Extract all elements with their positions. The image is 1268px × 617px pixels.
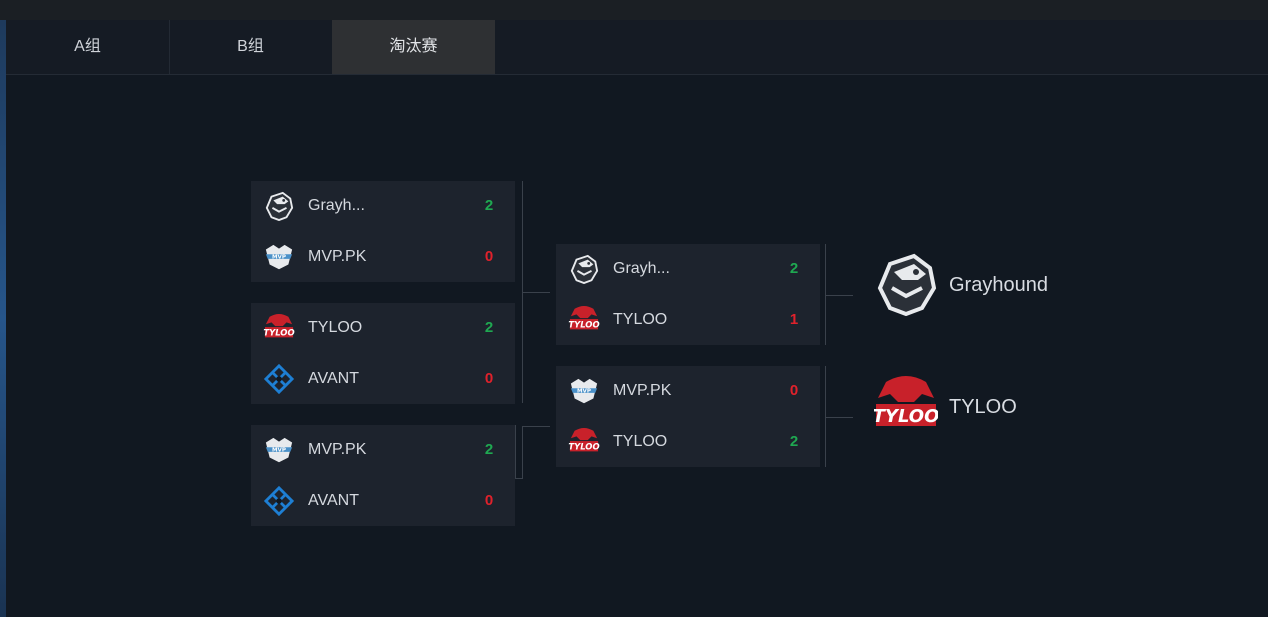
bracket-connector — [523, 292, 550, 293]
team-row[interactable]: MVP.PK 0 — [556, 366, 820, 416]
bracket-connector — [523, 426, 550, 427]
team-row[interactable]: MVP.PK 2 — [251, 425, 515, 475]
team-score: 2 — [484, 319, 494, 336]
tyloo-icon — [568, 305, 600, 330]
team-score: 2 — [789, 433, 799, 450]
window-top-bar — [0, 0, 1268, 20]
team-row[interactable]: Grayh... 2 — [251, 181, 515, 231]
finalist-name: TYLOO — [949, 396, 1017, 418]
tab-knockout[interactable]: 淘汰赛 — [332, 20, 495, 74]
team-row[interactable]: Grayh... 2 — [556, 244, 820, 294]
tyloo-icon — [263, 313, 295, 338]
team-name: AVANT — [308, 492, 359, 509]
team-score: 0 — [789, 382, 799, 399]
bracket-connector — [515, 425, 516, 479]
tyloo-icon — [568, 427, 600, 452]
team-name: AVANT — [308, 370, 359, 387]
bracket-connector — [826, 295, 853, 296]
mvppk-icon — [265, 244, 293, 270]
team-row[interactable]: TYLOO 2 — [556, 417, 820, 467]
bracket-connector — [825, 244, 826, 345]
tab-group-b[interactable]: B组 — [169, 20, 333, 74]
team-score: 0 — [484, 370, 494, 387]
team-name: Grayh... — [613, 260, 670, 277]
r2-match-2: MVP.PK 0 TYLOO 2 — [556, 366, 820, 467]
r2-match-1: Grayh... 2 TYLOO 1 — [556, 244, 820, 345]
bracket-connector — [522, 426, 523, 479]
team-score: 2 — [484, 441, 494, 458]
team-name: MVP.PK — [308, 441, 367, 458]
team-score: 1 — [789, 311, 799, 328]
bracket-connector — [515, 478, 523, 479]
mvppk-icon — [570, 378, 598, 404]
team-name: Grayh... — [308, 197, 365, 214]
team-name: TYLOO — [613, 311, 668, 328]
bracket-connector — [825, 366, 826, 467]
team-score: 0 — [484, 492, 494, 509]
grayhound-icon — [878, 254, 936, 316]
avant-icon — [264, 364, 294, 394]
team-name: MVP.PK — [613, 382, 672, 399]
team-row[interactable]: AVANT 0 — [251, 476, 515, 526]
team-score: 2 — [789, 260, 799, 277]
team-name: MVP.PK — [308, 248, 367, 265]
left-edge-accent — [0, 20, 6, 617]
team-row[interactable]: TYLOO 1 — [556, 295, 820, 345]
team-row[interactable]: MVP.PK 0 — [251, 232, 515, 282]
stage-tabs: A组 B组 淘汰赛 — [6, 20, 1268, 75]
tyloo-icon — [874, 376, 938, 427]
r1-match-3: MVP.PK 2 AVANT 0 — [251, 425, 515, 526]
avant-icon — [264, 486, 294, 516]
team-score: 0 — [484, 248, 494, 265]
mvppk-icon — [265, 437, 293, 463]
team-name: TYLOO — [308, 319, 363, 336]
finalist-name: Grayhound — [949, 274, 1048, 296]
tab-group-a[interactable]: A组 — [6, 20, 170, 74]
grayhound-icon — [570, 254, 599, 284]
bracket-connector — [826, 417, 853, 418]
bracket-connector — [522, 181, 523, 403]
team-name: TYLOO — [613, 433, 668, 450]
r1-match-1: Grayh... 2 MVP.PK 0 — [251, 181, 515, 282]
team-row[interactable]: TYLOO 2 — [251, 303, 515, 353]
grayhound-icon — [265, 191, 294, 221]
r1-match-2: TYLOO 2 AVANT 0 — [251, 303, 515, 404]
team-row[interactable]: AVANT 0 — [251, 354, 515, 404]
team-score: 2 — [484, 197, 494, 214]
